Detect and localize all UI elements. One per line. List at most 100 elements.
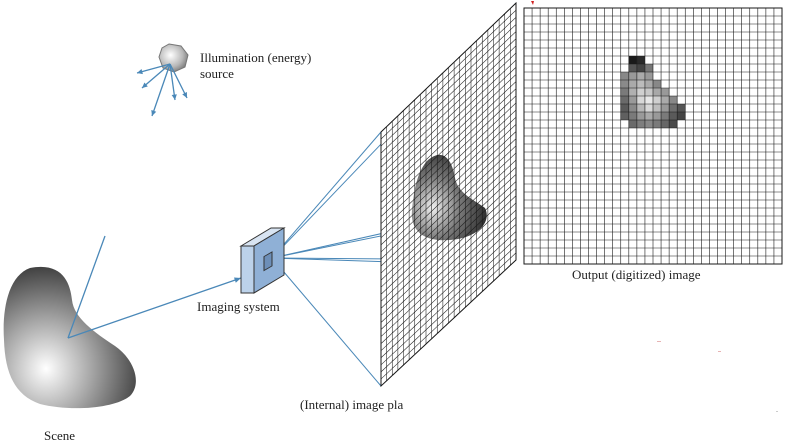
light-ray (169, 63, 176, 101)
pixel-cell (628, 88, 637, 96)
grid-line (380, 117, 517, 246)
pixel-cell (677, 104, 686, 112)
output-image-label: Output (digitized) image (572, 267, 701, 282)
pixel-cell (620, 80, 629, 88)
grid-line (380, 166, 517, 295)
grid-line (380, 188, 517, 316)
pixel-cell (636, 120, 645, 128)
light-ray (169, 63, 188, 99)
pixel-cell (636, 96, 645, 104)
grid-line (380, 224, 517, 351)
grid-line (380, 88, 517, 217)
grid-line (380, 252, 517, 380)
light-ray (136, 63, 171, 74)
grid-line (380, 59, 517, 189)
pixel-cell (653, 88, 662, 96)
grid-line (380, 52, 517, 182)
pixel-cell (636, 72, 645, 80)
pixel-cell (620, 72, 629, 80)
internal-plane-label: (Internal) image pla (300, 397, 403, 412)
light-source-icon (158, 43, 189, 73)
pixel-cell (661, 120, 670, 128)
pixel-cell (628, 72, 637, 80)
pixel-cell (628, 56, 637, 64)
pixel-cell (653, 120, 662, 128)
pixel-cell (669, 104, 678, 112)
incident-ray (67, 235, 106, 339)
grid-line (380, 174, 517, 302)
grid-line (380, 31, 517, 161)
grid-line (380, 216, 517, 344)
pixel-cell (669, 112, 678, 120)
pixel-cell (644, 112, 653, 120)
pixel-cell (661, 96, 670, 104)
output-grid-lines (523, 7, 783, 265)
grid-line (380, 152, 517, 281)
pixel-cell (636, 112, 645, 120)
arrow-head-icon (151, 110, 157, 116)
pixel-cell (620, 88, 629, 96)
grid-line (380, 67, 517, 196)
grid-line (380, 102, 517, 231)
grid-line (380, 231, 517, 358)
pixel-cell (644, 96, 653, 104)
imaging-system (239, 227, 286, 294)
grid-line (380, 181, 517, 309)
pixel-cell (661, 112, 670, 120)
grid-line (380, 45, 517, 175)
grid-line (380, 202, 517, 330)
grid-line (380, 245, 517, 373)
pixel-cell (661, 104, 670, 112)
pixel-cell (644, 72, 653, 80)
pixel-cell (628, 96, 637, 104)
pixel-cell (644, 104, 653, 112)
pixel-cell (669, 96, 678, 104)
pixel-cell (628, 64, 637, 72)
grid-line (380, 259, 517, 387)
arrow-head-icon (234, 277, 241, 283)
pixel-cell (669, 120, 678, 128)
projection-edge-ray (271, 257, 382, 387)
pixel-cell (620, 96, 629, 104)
scene-label: Scene (44, 428, 75, 443)
projected-image (411, 154, 487, 241)
grid-line (380, 17, 517, 147)
pixel-cell (644, 120, 653, 128)
reflected-ray (67, 277, 242, 339)
output-digitized-image (523, 1, 783, 265)
grid-line (380, 109, 517, 239)
arrow-head-icon (171, 94, 177, 100)
grid-line (380, 195, 517, 323)
pixel-cell (636, 56, 645, 64)
grid-line (380, 2, 517, 133)
pixel-cell (636, 64, 645, 72)
grid-line (380, 159, 517, 288)
grid-line (380, 145, 517, 274)
source-label-line2: source (200, 66, 234, 81)
pixel-cell (653, 96, 662, 104)
grid-line (380, 209, 517, 337)
grid-line (380, 9, 517, 140)
red-marker (531, 1, 534, 5)
pixel-cell (636, 88, 645, 96)
arrow-head-icon (137, 69, 143, 75)
grid-line (380, 38, 517, 168)
pixel-cell (661, 88, 670, 96)
light-ray (141, 63, 171, 89)
pixel-cell (628, 104, 637, 112)
pixel-cell (620, 104, 629, 112)
grid-line (380, 238, 517, 366)
lens-icon (263, 251, 273, 272)
grid-line (380, 95, 517, 224)
pixel-cell (636, 80, 645, 88)
grid-line (380, 138, 517, 267)
pixel-cell (636, 104, 645, 112)
pixel-cell (628, 120, 637, 128)
imaging-system-label: Imaging system (197, 299, 280, 314)
pixel-cell (653, 112, 662, 120)
pixel-cell (653, 80, 662, 88)
pixel-cell (620, 112, 629, 120)
pixel-cell (644, 64, 653, 72)
pixel-cell (677, 112, 686, 120)
